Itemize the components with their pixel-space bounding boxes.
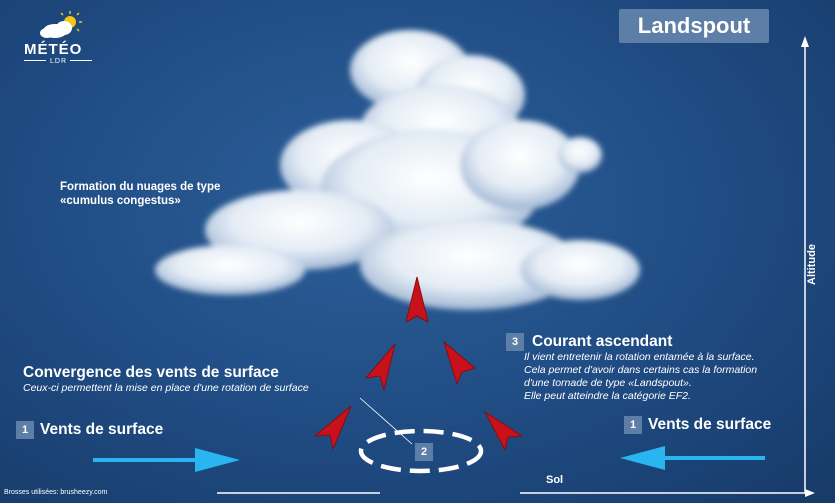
updraft-line: Il vient entretenir la rotation entamée … <box>524 351 755 363</box>
surface-wind-text: Vents de surface <box>648 416 772 433</box>
page-title: Landspout <box>619 9 769 43</box>
updraft-arrow-right-upper <box>443 340 477 386</box>
surface-wind-label-right: 1 Vents de surface <box>624 416 771 434</box>
surface-wind-arrow-right <box>620 446 765 470</box>
cloud-note-line: Formation du nuages de type <box>60 181 221 193</box>
updraft-arrow-right-lower <box>483 410 524 452</box>
step-badge: 1 <box>16 421 34 439</box>
updraft-line: Cela permet d'avoir dans certains cas la… <box>524 364 758 376</box>
surface-wind-label-left: 1 Vents de surface <box>16 421 163 439</box>
step-badge: 3 <box>506 333 524 351</box>
rotation-ellipse <box>358 428 484 474</box>
convergence-description: Ceux-ci permettent la mise en place d'un… <box>23 382 309 394</box>
updraft-line: Elle peut atteindre la catégorie EF2. <box>524 390 691 402</box>
surface-wind-text: Vents de surface <box>40 421 164 438</box>
logo-divider <box>24 60 46 61</box>
credit-text: Brosses utilisées: brusheezy.com <box>4 489 108 496</box>
logo-icon <box>40 11 82 38</box>
updraft-line: d'une tornade de type «Landspout». <box>524 377 692 389</box>
updraft-arrows <box>313 276 524 452</box>
surface-wind-arrow-left <box>93 448 240 472</box>
ground-label: Sol <box>546 474 564 486</box>
cumulus-cloud <box>155 30 640 310</box>
logo-subtitle: LDR <box>50 58 68 65</box>
logo-wordmark: MÉTÉO <box>24 41 83 58</box>
updraft-title: Courant ascendant <box>532 333 673 350</box>
altitude-label: Altitude <box>806 244 818 285</box>
cloud-note-line: «cumulus congestus» <box>60 195 181 207</box>
step-badge: 1 <box>624 416 642 434</box>
logo-divider <box>70 60 92 61</box>
leader-line <box>359 397 413 445</box>
step-badge-convergence: 2 <box>415 443 433 461</box>
cloud-note: Formation du nuages de type «cumulus con… <box>60 180 220 208</box>
updraft-heading: 3 Courant ascendant <box>506 333 672 351</box>
convergence-title: Convergence des vents de surface <box>23 364 279 381</box>
updraft-arrow-center <box>405 276 429 323</box>
updraft-arrow-left-lower <box>313 405 352 451</box>
updraft-description: Il vient entretenir la rotation entamée … <box>524 351 809 403</box>
updraft-arrow-left-upper <box>364 343 396 392</box>
